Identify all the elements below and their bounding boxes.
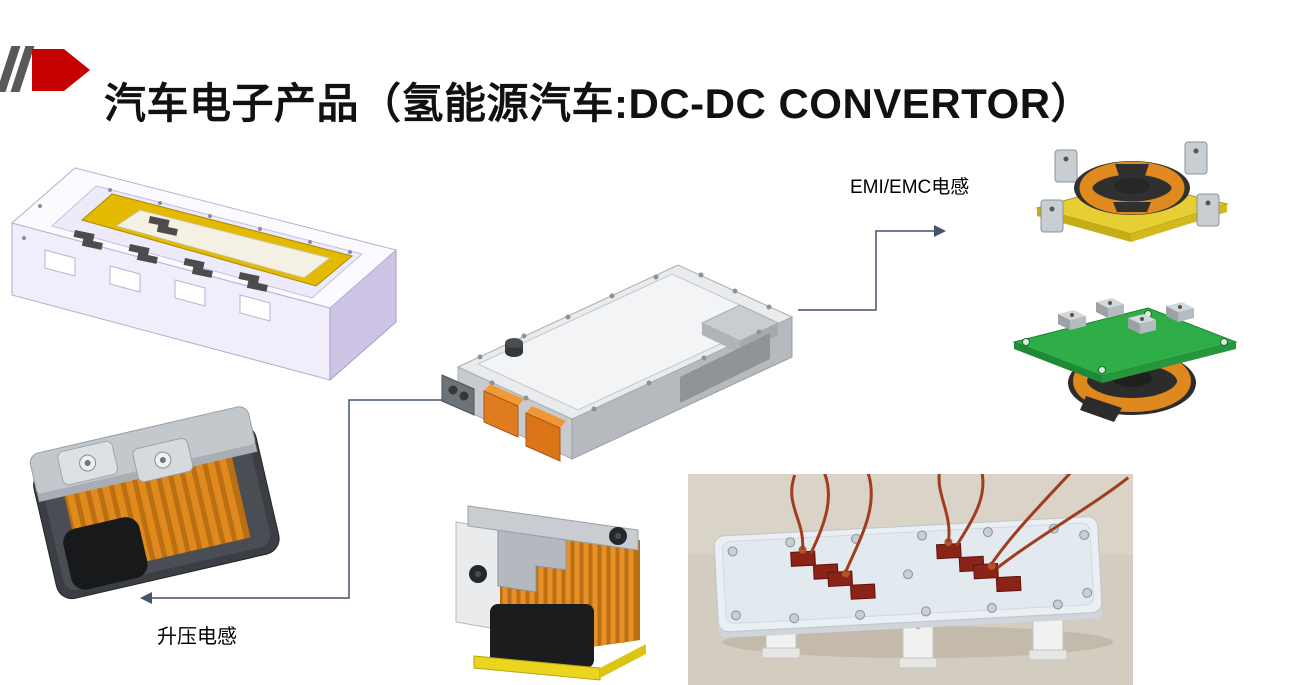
green-pcb [1012, 307, 1238, 377]
converter-render [441, 264, 794, 462]
yellow-base-plate [473, 655, 601, 681]
copper-busbar [935, 542, 1022, 593]
terminal-lug [57, 440, 119, 486]
enclosure-render [10, 166, 398, 382]
black-core-front [490, 604, 594, 668]
pcb-inductor-render [1012, 298, 1238, 422]
boost-inductor-image [25, 388, 285, 603]
emi-inductor-image [1015, 138, 1240, 256]
lid-screws [477, 272, 772, 412]
screw [609, 527, 627, 545]
enclosure-cad-image [0, 158, 400, 393]
corner-bracket [1196, 193, 1220, 227]
gray-busbar-clips [73, 216, 268, 292]
red-arrow-icon [32, 49, 90, 91]
arrowhead-right-icon [934, 225, 946, 237]
busbar-fixture-photo [688, 474, 1133, 685]
corner-bracket [1054, 149, 1078, 183]
pcb-inductor-image [1000, 288, 1245, 438]
black-core-front [63, 517, 148, 590]
side-connector-panel [680, 333, 770, 403]
top-clamp [467, 505, 639, 551]
boost-inductor-render [29, 406, 280, 600]
boost-inductor-label: 升压电感 [157, 626, 237, 648]
rim-screws [22, 188, 352, 254]
connector-to-emi [798, 230, 934, 311]
gray-connector [441, 374, 475, 416]
copper-busbar [790, 550, 876, 600]
black-knob [505, 338, 523, 357]
screw [469, 565, 487, 583]
orange-connector [525, 406, 566, 462]
metal-terminal [1058, 310, 1086, 330]
white-terminal-blocks [44, 249, 271, 322]
center-inductor-image [440, 478, 655, 683]
red-wires [790, 474, 1130, 573]
orange-connector [483, 384, 524, 438]
emi-inductor-render [1035, 141, 1229, 242]
corner-bracket [1184, 141, 1208, 175]
dcdc-converter-image [440, 245, 810, 475]
emi-inductor-label: EMI/EMC电感 [850, 177, 970, 198]
corner-bracket [1040, 199, 1064, 233]
page-title: 汽车电子产品（氢能源汽车:DC-DC CONVERTOR） [104, 80, 1094, 128]
busbar-fixture-render [688, 474, 1133, 685]
center-inductor-render [455, 505, 646, 681]
metal-terminal [1096, 298, 1124, 318]
